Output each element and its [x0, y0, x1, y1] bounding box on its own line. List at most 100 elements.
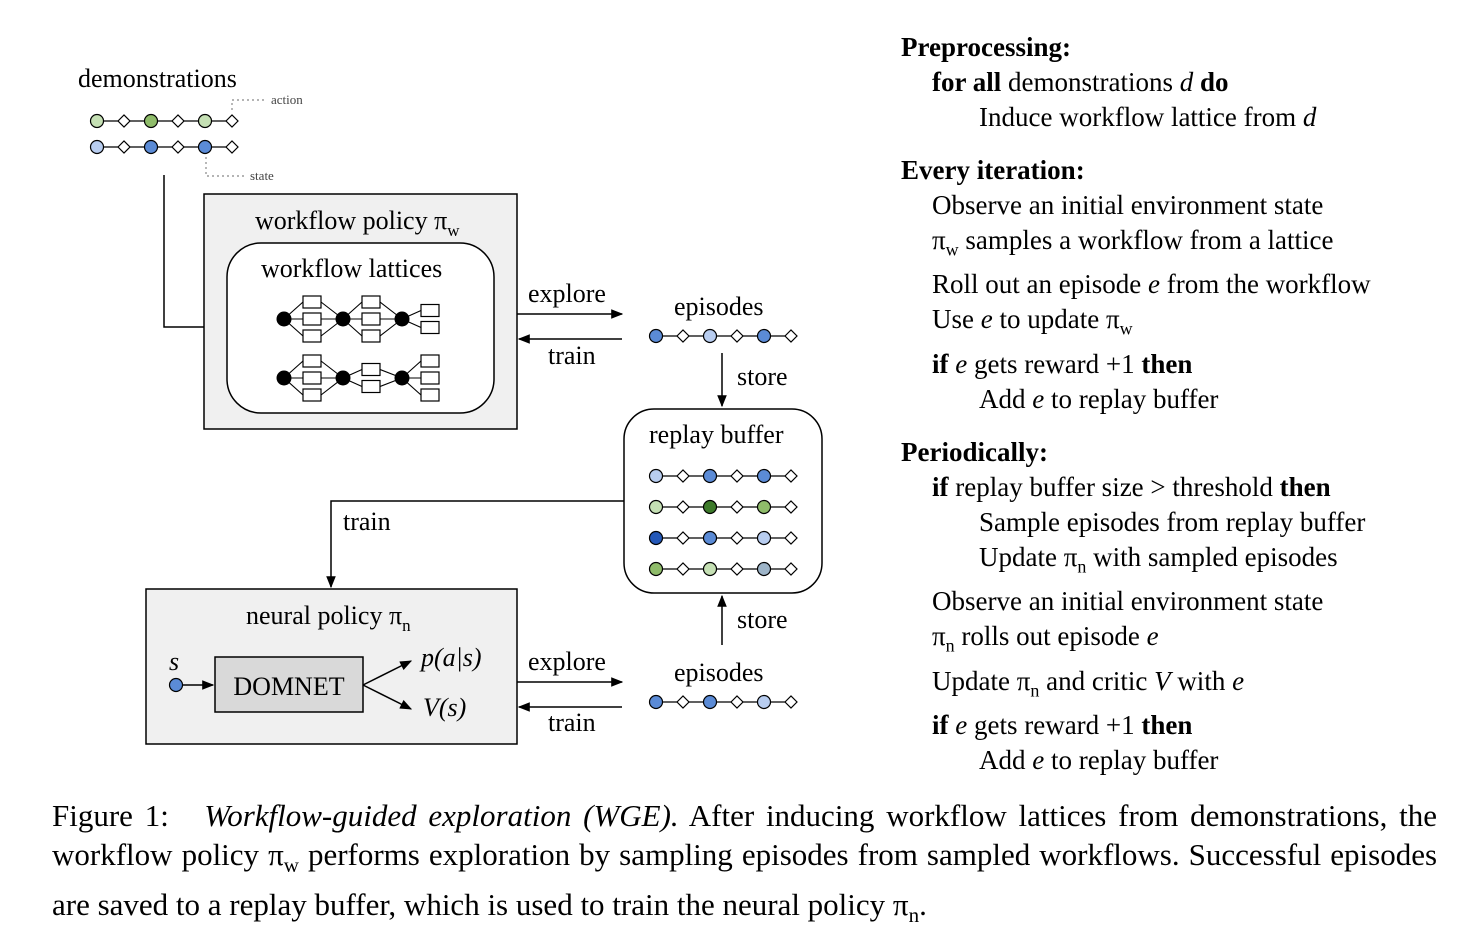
algo-line: Update πn and critic V with e	[932, 665, 1245, 700]
action-node	[784, 469, 798, 483]
train-label-left: train	[343, 507, 391, 536]
state-input-node	[168, 677, 184, 693]
state-node	[197, 139, 213, 155]
neural-policy-label: neural policy πn	[246, 601, 411, 635]
domnet-to-value-arrow	[362, 684, 413, 710]
every-iteration-heading: Every iteration:	[901, 155, 1085, 185]
state-node	[756, 468, 772, 484]
action-node	[117, 140, 131, 154]
lattice-action-box	[361, 379, 381, 394]
lattice-state-node	[394, 370, 410, 386]
state-node	[702, 694, 718, 710]
workflow-lattice-graphs	[276, 295, 440, 402]
algo-line: Induce workflow lattice from d	[979, 102, 1317, 132]
lattice-action-box	[302, 354, 322, 368]
lattice-action-box	[361, 312, 381, 326]
value-output-label: V(s)	[423, 693, 466, 722]
state-node	[197, 113, 213, 129]
algo-line: Update πn with sampled episodes	[979, 541, 1338, 577]
state-s-label: s	[169, 647, 179, 676]
replay-buffer-label: replay buffer	[649, 420, 784, 449]
action-node	[676, 562, 690, 576]
algo-line: if replay buffer size > threshold then	[932, 471, 1331, 502]
caption-title: Workflow-guided exploration (WGE).	[204, 798, 679, 833]
lattice-action-box	[302, 388, 322, 402]
state-node	[648, 694, 664, 710]
action-node	[730, 562, 744, 576]
domnet-box	[214, 656, 364, 713]
state-leader-line	[205, 157, 246, 177]
lattice-action-box	[420, 388, 440, 402]
state-label: state	[250, 168, 274, 183]
state-node	[648, 561, 664, 577]
episodes-label-bottom: episodes	[674, 658, 764, 687]
replay-buffer-chains	[648, 468, 798, 577]
action-node	[784, 500, 798, 514]
action-node	[730, 695, 744, 709]
lattice-action-box	[302, 329, 322, 343]
periodically-heading: Periodically:	[901, 436, 1048, 467]
action-node	[784, 695, 798, 709]
action-node	[676, 531, 690, 545]
workflow-lattices-label: workflow lattices	[261, 254, 442, 283]
episodes-chain-bottom	[648, 694, 798, 710]
state-node	[648, 499, 664, 515]
workflow-lattices-box	[226, 242, 495, 414]
state-node	[702, 561, 718, 577]
state-node	[702, 499, 718, 515]
action-node	[676, 695, 690, 709]
action-node	[784, 329, 798, 343]
explore-label-top: explore	[528, 279, 606, 308]
state-node	[143, 113, 159, 129]
action-node	[171, 114, 185, 128]
action-node	[225, 140, 239, 154]
replay-to-neural-train-arrow	[326, 500, 624, 589]
action-node	[784, 562, 798, 576]
episodes-chain-top	[648, 328, 798, 344]
lattice-action-box	[420, 320, 440, 335]
lattice-action-box	[361, 295, 381, 309]
action-node	[784, 531, 798, 545]
state-node	[702, 468, 718, 484]
action-node	[730, 531, 744, 545]
action-node	[676, 329, 690, 343]
algo-line: if e gets reward +1 then	[932, 348, 1193, 379]
train-label-bottom: train	[548, 708, 596, 737]
domnet-label: DOMNET	[233, 672, 344, 701]
train-label-top: train	[548, 341, 596, 370]
algo-line: Observe an initial environment state	[932, 586, 1324, 617]
lattice-state-node	[394, 311, 410, 327]
state-node	[89, 113, 105, 129]
lattice-state-node	[335, 370, 351, 386]
state-node	[756, 328, 772, 344]
lattice-action-box	[302, 312, 322, 326]
lattice-action-box	[302, 295, 322, 309]
lattice-action-box	[420, 354, 440, 368]
state-node	[648, 530, 664, 546]
store-label-bottom: store	[737, 605, 788, 634]
policy-output-label: p(a|s)	[419, 643, 482, 672]
figure-caption: Figure 1: Workflow-guided exploration (W…	[52, 798, 1438, 928]
state-node	[756, 561, 772, 577]
action-leader-line	[231, 99, 266, 110]
algo-line: for all demonstrations d do	[932, 67, 1229, 97]
action-node	[225, 114, 239, 128]
lattice-action-box	[361, 362, 381, 377]
algo-line: Add e to replay buffer	[979, 383, 1219, 414]
workflow-policy-label: workflow policy πw	[255, 206, 460, 240]
lattice-state-node	[276, 370, 292, 386]
action-node	[676, 469, 690, 483]
explore-label-bottom: explore	[528, 647, 606, 676]
algo-line: if e gets reward +1 then	[932, 709, 1193, 740]
lattice-action-box	[361, 329, 381, 343]
store-label-top: store	[737, 362, 788, 391]
state-node	[648, 328, 664, 344]
episodes-label-top: episodes	[674, 292, 764, 321]
state-node	[756, 694, 772, 710]
action-node	[117, 114, 131, 128]
action-label: action	[271, 92, 303, 107]
algo-line: Sample episodes from replay buffer	[979, 506, 1366, 537]
demonstration-chains	[89, 113, 239, 155]
algorithm-panel: Preprocessing: for all demonstrations d …	[901, 30, 1461, 778]
algo-line: Add e to replay buffer	[979, 744, 1219, 775]
